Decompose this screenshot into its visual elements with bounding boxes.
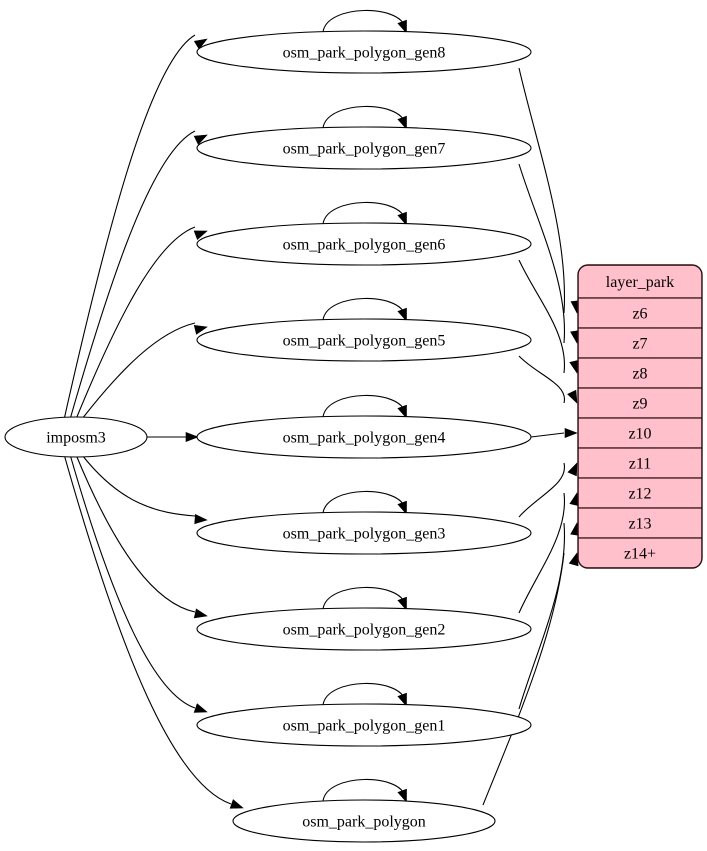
- table-row-z7[interactable]: [578, 327, 702, 359]
- node-gen7[interactable]: [196, 126, 532, 170]
- node-label-imposm3: imposm3: [46, 430, 106, 447]
- edge-imposm3-to-gen2: [75, 454, 196, 613]
- edge-imposm3-to-gen1: [69, 454, 196, 709]
- edge-arrow-base-z14+: [568, 552, 579, 567]
- node-gen2[interactable]: [196, 607, 532, 651]
- edge-imposm3-to-gen8: [63, 34, 196, 420]
- edge-gen8-to-z6: [518, 67, 566, 314]
- self-loop-arrow-gen7: [397, 115, 407, 130]
- edge-gen5-to-z9: [518, 355, 565, 404]
- node-label-gen4: osm_park_polygon_gen4: [283, 430, 446, 447]
- node-imposm3[interactable]: [4, 416, 148, 458]
- edges-layer: [63, 9, 581, 809]
- self-loop-arrow-base: [397, 788, 407, 803]
- self-loop-edge-base: [322, 778, 406, 802]
- edge-base-to-z14+: [482, 552, 565, 806]
- table-row-label-z6: z6: [632, 306, 647, 323]
- self-loop-edge-gen8: [322, 9, 406, 33]
- edge-arrow-imposm3-gen5: [193, 324, 208, 335]
- self-loop-arrow-gen5: [397, 307, 407, 322]
- edge-imposm3-to-gen7: [69, 130, 196, 420]
- table-row-label-z12: z12: [628, 486, 651, 503]
- edge-gen1-to-z13: [518, 522, 566, 710]
- node-gen6[interactable]: [196, 222, 532, 266]
- edge-arrow-imposm3-base: [229, 799, 244, 809]
- edge-arrow-gen4-z10: [564, 427, 578, 439]
- edge-gen6-to-z8: [518, 259, 566, 374]
- node-label-gen3: osm_park_polygon_gen3: [283, 526, 446, 543]
- table-row-z14+[interactable]: [578, 537, 702, 568]
- self-loop-arrow-gen4: [397, 404, 407, 419]
- edge-arrow-imposm3-gen1: [193, 703, 208, 713]
- edge-imposm3-to-gen5: [81, 322, 196, 420]
- self-loop-arrow-gen2: [397, 596, 407, 611]
- edge-gen4-to-z10: [530, 432, 565, 438]
- table-row-label-z13: z13: [628, 516, 651, 533]
- edge-imposm3-to-gen3: [81, 454, 196, 517]
- node-label-gen2: osm_park_polygon_gen2: [283, 622, 446, 639]
- table-row-label-z9: z9: [632, 396, 647, 413]
- edge-gen7-to-z7: [518, 163, 566, 344]
- edge-arrow-imposm3-gen3: [194, 514, 208, 525]
- table-row-label-z11: z11: [629, 456, 652, 473]
- node-base[interactable]: [232, 799, 496, 843]
- self-loop-edge-gen4: [322, 394, 406, 418]
- node-label-gen5: osm_park_polygon_gen5: [283, 333, 446, 350]
- self-loop-edge-gen2: [322, 586, 406, 610]
- edge-arrow-gen5-z9: [567, 389, 578, 404]
- table-header-label: layer_park: [606, 274, 674, 291]
- node-label-base: osm_park_polygon: [302, 814, 426, 831]
- edge-arrow-imposm3-gen7: [193, 134, 208, 145]
- edge-imposm3-to-base: [63, 454, 232, 805]
- table-row-label-z14+: z14+: [624, 546, 656, 563]
- table-row-z9[interactable]: [578, 387, 702, 419]
- edge-arrow-imposm3-gen6: [193, 230, 208, 241]
- self-loop-edge-gen3: [322, 490, 406, 514]
- node-label-gen8: osm_park_polygon_gen8: [283, 45, 446, 62]
- self-loop-arrow-gen1: [397, 692, 407, 707]
- edge-arrow-imposm3-gen8: [193, 38, 208, 50]
- node-gen1[interactable]: [196, 703, 532, 747]
- node-label-gen7: osm_park_polygon_gen7: [283, 141, 446, 158]
- table-row-z13[interactable]: [578, 507, 702, 539]
- table-row-label-z10: z10: [628, 426, 651, 443]
- self-loop-edge-gen5: [322, 297, 406, 321]
- edge-gen2-to-z12: [518, 492, 566, 614]
- self-loop-edge-gen6: [322, 201, 406, 225]
- edge-imposm3-to-gen6: [75, 226, 196, 420]
- node-gen8[interactable]: [196, 30, 532, 74]
- self-loop-arrow-gen3: [397, 500, 407, 515]
- edge-arrow-imposm3-gen2: [193, 608, 208, 619]
- nodes-layer: imposm3 osm_park_polygon_gen8 osm_park_pol…: [4, 30, 532, 843]
- node-gen5[interactable]: [196, 318, 532, 362]
- table-outline: [577, 264, 703, 569]
- self-loop-arrow-gen6: [397, 211, 407, 226]
- edge-arrow-gen3-z11: [567, 462, 578, 477]
- table-row-label-z8: z8: [632, 366, 647, 383]
- self-loop-edge-gen1: [322, 682, 406, 706]
- table-row-label-z7: z7: [632, 336, 647, 353]
- node-label-gen6: osm_park_polygon_gen6: [283, 237, 446, 254]
- node-gen4[interactable]: [196, 415, 532, 459]
- self-loop-arrow-gen8: [397, 19, 407, 34]
- layer-park-table: layer_park z6 z7 z8 z9 z10 z11 z12 z13 z14+: [577, 264, 703, 569]
- node-gen3[interactable]: [196, 511, 532, 555]
- self-loop-edge-gen7: [322, 105, 406, 129]
- table-row-z10[interactable]: [578, 417, 702, 449]
- table-row-z6[interactable]: [578, 297, 702, 329]
- edge-gen3-to-z11: [518, 462, 565, 518]
- node-label-gen1: osm_park_polygon_gen1: [283, 718, 446, 735]
